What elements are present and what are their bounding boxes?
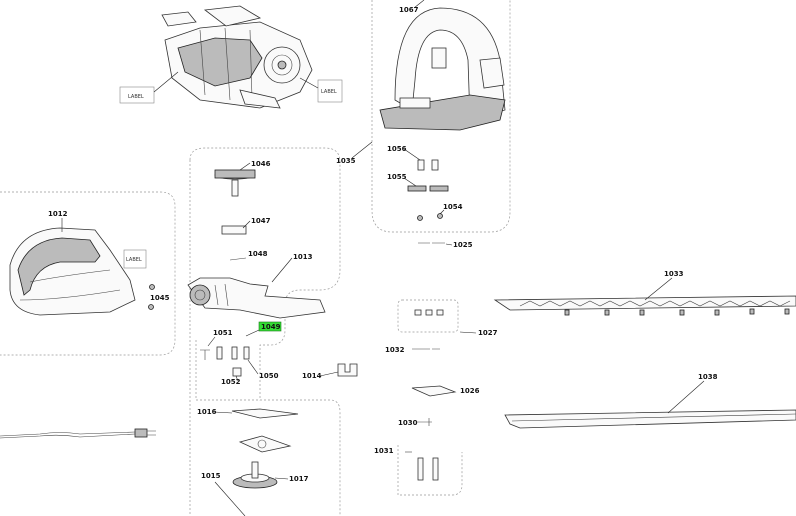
leader-line	[459, 331, 477, 334]
screw-part	[229, 257, 247, 261]
leader-line	[242, 220, 251, 229]
leader-line	[235, 375, 239, 382]
gear-part	[232, 461, 278, 489]
callout-1012: 1012	[48, 210, 68, 218]
blade-sheath	[504, 409, 796, 429]
leader-line	[403, 148, 421, 161]
leader-line	[403, 177, 417, 187]
group-outline-blade-parts	[397, 445, 463, 496]
callout-1014: 1014	[302, 372, 322, 380]
leader-line	[667, 380, 705, 414]
leader-line	[213, 411, 233, 414]
callout-1055: 1055	[387, 173, 407, 181]
callout-1056: 1056	[387, 145, 407, 153]
cam-plate-part	[238, 435, 292, 453]
label-tag-text: LABEL	[126, 257, 142, 263]
leader-line	[413, 0, 425, 9]
label-tag-engine-right	[317, 79, 343, 103]
engine-assembly	[161, 5, 313, 109]
leader-line	[207, 336, 216, 347]
screws-housing	[148, 284, 155, 310]
leader-line	[245, 329, 260, 337]
guide-bolts	[405, 451, 439, 481]
power-cord	[0, 428, 156, 439]
group-outline-bracket	[397, 299, 459, 333]
leader-line	[271, 257, 293, 283]
callout-1033: 1033	[664, 270, 684, 278]
fan-cover-part	[214, 169, 256, 197]
motor-housing-left	[9, 227, 136, 316]
leader-line	[445, 243, 453, 246]
callout-1025: 1025	[453, 241, 473, 249]
callout-1054: 1054	[443, 203, 463, 211]
group-outline-center	[189, 147, 341, 516]
group-outline-mid-lower	[195, 340, 258, 401]
callout-1047: 1047	[251, 217, 271, 225]
label-tag-text: LABEL	[128, 94, 144, 100]
leader-line	[239, 162, 251, 171]
callout-1030: 1030	[398, 419, 418, 427]
callout-1035: 1035	[336, 157, 356, 165]
leader-line	[439, 209, 445, 215]
callout-1026: 1026	[460, 387, 480, 395]
leader-line	[351, 141, 373, 159]
callout-1067: 1067	[399, 6, 419, 14]
callout-1048: 1048	[248, 250, 268, 258]
callout-1016: 1016	[197, 408, 217, 416]
group-outline-handle	[371, 0, 511, 233]
blade-plate-part	[231, 408, 299, 419]
callout-1050: 1050	[259, 372, 279, 380]
leader-line	[153, 71, 179, 93]
callout-1051: 1051	[213, 329, 233, 337]
clip-part	[411, 385, 457, 397]
leader-line	[319, 371, 339, 377]
leader-line	[214, 481, 246, 516]
label-tag-text: LABEL	[321, 89, 337, 95]
callout-1031: 1031	[374, 447, 394, 455]
callout-1017: 1017	[289, 475, 309, 483]
highlight-box	[258, 321, 282, 332]
callout-1027: 1027	[478, 329, 498, 337]
handle-hardware	[407, 159, 449, 244]
bracket-part	[414, 309, 444, 316]
bolts-group	[200, 346, 250, 377]
callout-1046: 1046	[251, 160, 271, 168]
leader-line	[274, 477, 289, 480]
callout-1032: 1032	[385, 346, 405, 354]
callout-1049: 1049	[261, 323, 281, 331]
upper-blade	[493, 295, 796, 316]
gearbox-housing	[187, 277, 326, 319]
rivet-part	[416, 418, 432, 426]
gasket-part	[221, 225, 247, 235]
leader-line	[247, 359, 259, 375]
callout-1013: 1013	[293, 253, 313, 261]
spacer-part	[337, 363, 358, 377]
callout-1052: 1052	[221, 378, 241, 386]
leader-line	[299, 77, 319, 89]
front-handle-assembly	[379, 7, 506, 131]
callout-1038: 1038	[698, 373, 718, 381]
label-tag-engine-left	[119, 86, 155, 104]
callout-1045: 1045	[150, 294, 170, 302]
leader-line	[644, 277, 673, 301]
label-tag-housing	[123, 249, 147, 269]
callout-1015: 1015	[201, 472, 221, 480]
